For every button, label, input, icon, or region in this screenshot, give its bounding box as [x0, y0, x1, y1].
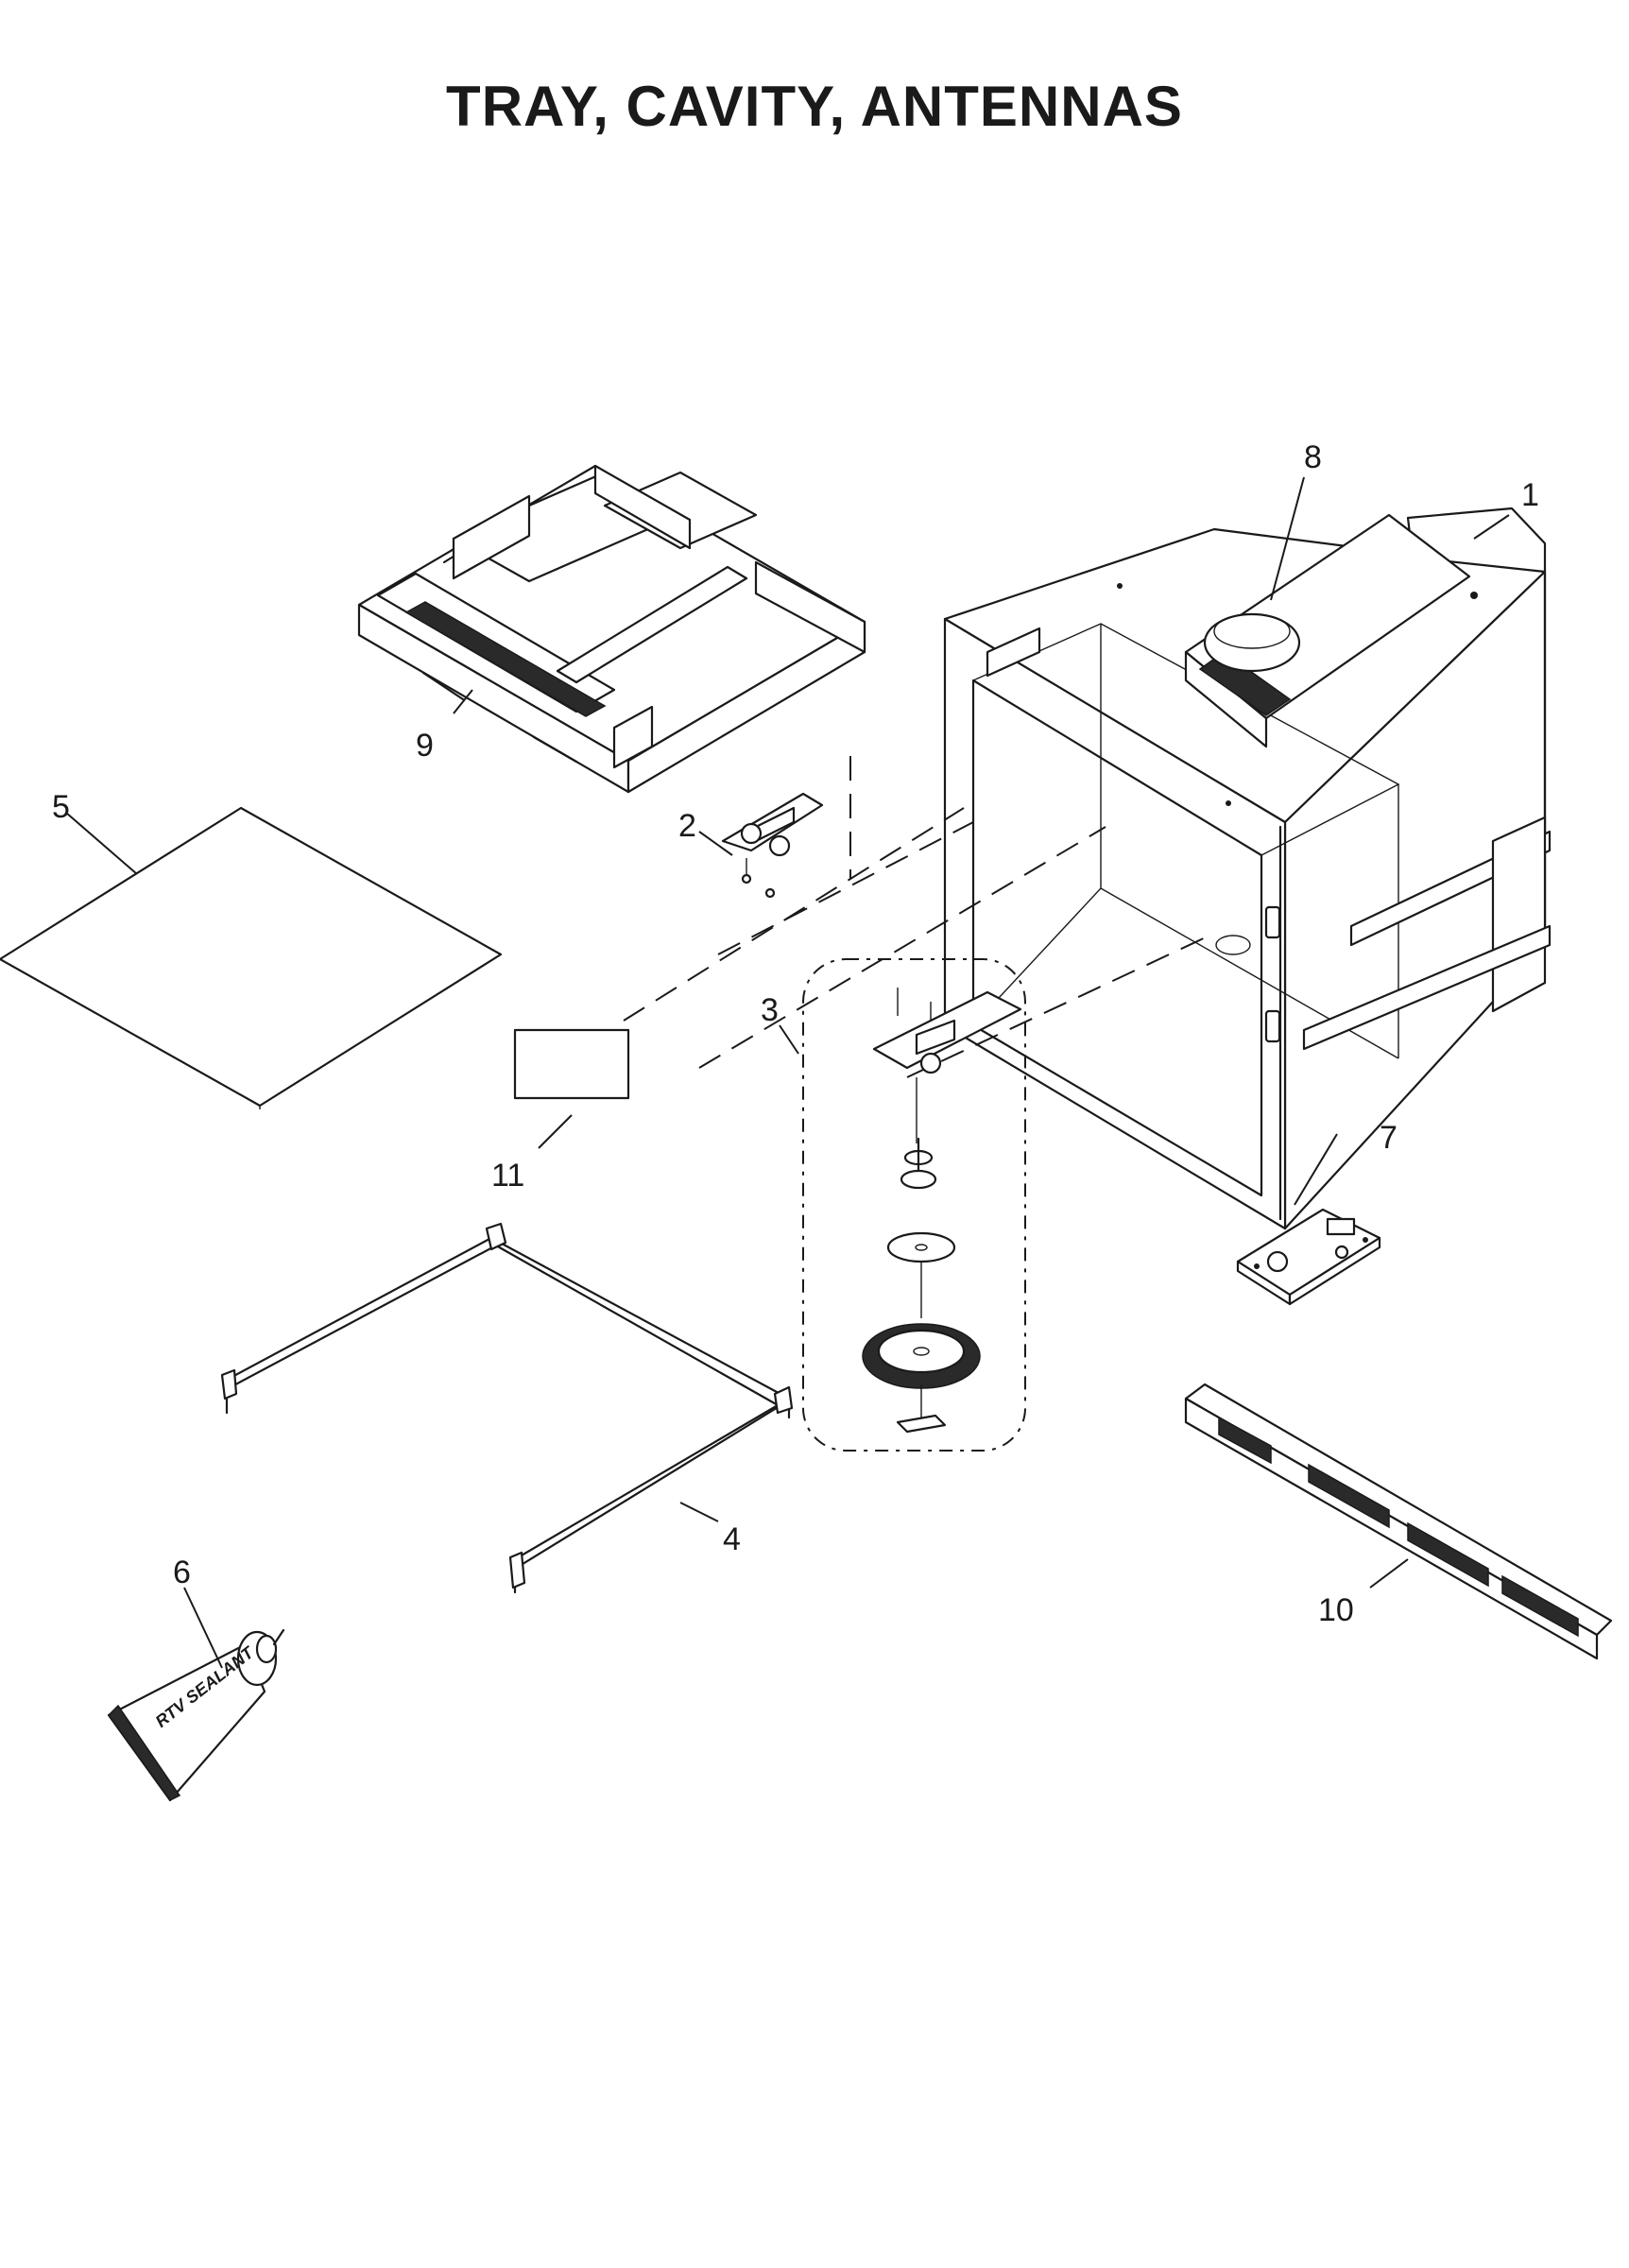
- callout-2: 2: [678, 808, 696, 844]
- cavity-part: [943, 507, 1552, 1230]
- diagram-title: TRAY, CAVITY, ANTENNAS: [446, 75, 1183, 138]
- callout-8: 8: [1304, 439, 1322, 475]
- leader-lines: [65, 476, 1510, 1669]
- label-part: [513, 1028, 630, 1100]
- antenna-bracket-part: [721, 792, 824, 899]
- vent-grille-part: [1184, 1383, 1613, 1660]
- callout-5: 5: [52, 789, 70, 825]
- sheet-part: [0, 806, 503, 1109]
- board-part: [1236, 1208, 1381, 1306]
- antenna-assembly-part: [862, 988, 1022, 1434]
- callout-labels: 1 8 9 5 2 3 11 7 4 6 10: [52, 439, 1539, 1628]
- callout-4: 4: [723, 1521, 741, 1557]
- callout-11: 11: [491, 1158, 524, 1194]
- tray-part: [357, 464, 866, 794]
- sealant-tube-part: RTV SEALANT: [107, 1628, 285, 1802]
- callout-3: 3: [761, 992, 779, 1028]
- callout-9: 9: [416, 728, 434, 764]
- callout-1: 1: [1521, 477, 1539, 513]
- assembly-lines: [623, 756, 1210, 1452]
- frame-part: [220, 1222, 794, 1594]
- callout-7: 7: [1380, 1120, 1398, 1156]
- callout-6: 6: [173, 1555, 191, 1590]
- callout-10: 10: [1318, 1592, 1354, 1628]
